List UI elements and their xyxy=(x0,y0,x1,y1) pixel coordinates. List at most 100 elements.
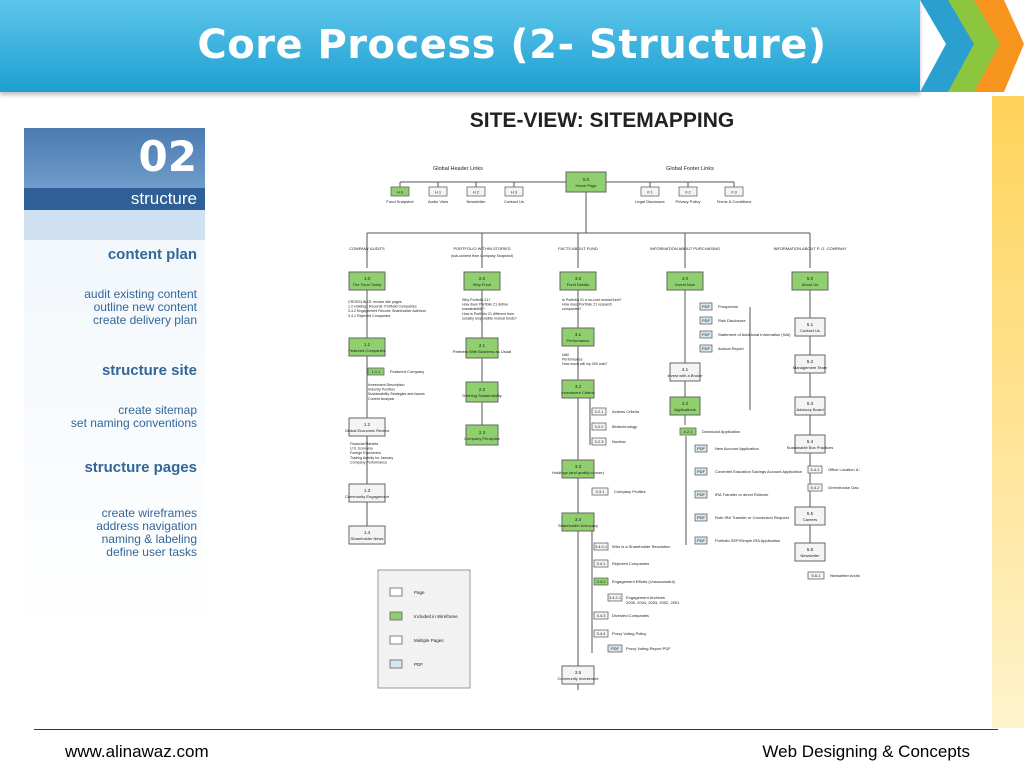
footer-divider xyxy=(34,729,998,730)
column4-app-pdf-id: PDF xyxy=(697,515,706,520)
legend-swatch xyxy=(389,611,403,621)
column4-app-sub-id: 4.2.1 xyxy=(684,429,694,434)
footer-caption: Web Designing & Concepts xyxy=(762,742,970,761)
legend-label: Page xyxy=(414,590,425,595)
column-node-box xyxy=(559,271,597,291)
column5-child-box xyxy=(794,354,826,374)
column3-holdings-sub-label: Company Profiles xyxy=(614,489,646,494)
column3-criteria-item-box xyxy=(591,422,607,431)
column3-child-box xyxy=(561,379,595,399)
slide-title: Core Process (2- Structure) xyxy=(197,22,827,68)
footer-link-id: F.3 xyxy=(731,190,737,195)
section-heading-structure-pages: structure pages xyxy=(84,459,197,476)
footer-url: www.alinawaz.com xyxy=(65,742,209,761)
column4-app-pdf-id: PDF xyxy=(697,538,706,543)
column3-criteria-item-box xyxy=(591,407,607,416)
column3-advocacy-item-id: 3.4.2 xyxy=(597,579,607,584)
header-link-label: Newsletter xyxy=(467,199,487,204)
column4-child-label: Invest with a Broker xyxy=(667,373,703,378)
header-link-id: H.0 xyxy=(397,190,404,195)
right-accent-strip xyxy=(992,96,1024,728)
column3-note: Is Portfolio 21 a no-cost mutual fund?Ho… xyxy=(562,298,622,311)
column-header: FACTS ABOUT FUND xyxy=(558,246,598,251)
column3-advocacy-item-id: 3.4.2.1 xyxy=(609,595,622,600)
sidebar-word-band: structure xyxy=(24,188,205,210)
header-bar xyxy=(0,0,920,92)
header-links-label: Global Header Links xyxy=(433,166,483,172)
column3-advocacy-item-id: 3.4.0.1 xyxy=(595,544,608,549)
column4-child-box xyxy=(669,362,701,382)
column5-child-label: Newsletter xyxy=(801,553,821,558)
column3-criteria-item-label: Actions Criteria xyxy=(612,409,640,414)
column-node-id: 4.0 xyxy=(682,276,689,281)
legend-label: PDF xyxy=(414,662,423,667)
column3-criteria-item-label: Nuclear xyxy=(612,439,626,444)
column3-child-box xyxy=(561,327,595,347)
column3-child-label: Community Investment xyxy=(558,676,600,681)
column1-child-id: 1.4 xyxy=(364,530,371,535)
column3-child-label: Performance xyxy=(567,338,591,343)
column3-advocacy-item-box xyxy=(593,629,609,638)
section-items-structure-pages: create wireframes address navigation nam… xyxy=(96,506,197,559)
column3-criteria-item-id: 3.2.3 xyxy=(595,439,605,444)
column-header: INFORMATION ABOUT PURCHASING xyxy=(650,246,720,251)
column3-child-id: 3.3 xyxy=(575,464,582,469)
column2-child-box xyxy=(465,337,499,359)
column3-child-id: 3.5 xyxy=(575,670,582,675)
sidebar-number-band: 02 xyxy=(24,128,205,188)
column3-advocacy-item-label: Divested Companies xyxy=(612,613,649,618)
legend-label: Multiple Pages xyxy=(414,638,444,643)
column5-practice-label: Greenhouse Gas Reduction Program xyxy=(828,485,860,490)
sidebar-panel: 02 structure content plan audit existing… xyxy=(24,128,205,632)
section-items-structure-site: create sitemap set naming conventions xyxy=(70,403,197,430)
column3-criteria-item-id: 3.2.1 xyxy=(595,409,605,414)
column3-child-id: 3.4 xyxy=(575,517,582,522)
column3-criteria-item-id: 3.2.2 xyxy=(595,424,605,429)
column3-advocacy-item-label: Rejected Companies xyxy=(612,561,649,566)
column-node-id: 3.0 xyxy=(575,276,582,281)
legend-swatch xyxy=(389,659,403,669)
column3-holdings-sub-box xyxy=(591,487,609,496)
column-node-box xyxy=(463,271,501,291)
column5-child-label: Careers xyxy=(803,517,817,522)
column4-pdf-item-id: PDF xyxy=(702,318,711,323)
column5-child-box xyxy=(794,396,826,416)
column4-app-pdf-id: PDF xyxy=(697,446,706,451)
column5-child-box xyxy=(794,542,826,562)
column2-child-id: 2.3 xyxy=(479,430,486,435)
column4-app-sub-label: Download Application xyxy=(702,429,740,434)
column1-sub-item-id: 1.1.1 xyxy=(372,369,382,374)
footer-links-label: Global Footer Links xyxy=(666,166,714,172)
column1-child-label: Community Engagement xyxy=(345,494,390,499)
column4-pdf-item-box xyxy=(699,316,713,325)
column4-pdf-item-id: PDF xyxy=(702,332,711,337)
step-number: 02 xyxy=(138,132,197,181)
column-subheader: (sub-content from Company Snapshot) xyxy=(451,254,513,258)
column4-app-sub-box xyxy=(679,427,697,436)
column5-practice-id: 5.4.2 xyxy=(811,485,821,490)
legend-swatch xyxy=(389,587,403,597)
column1-child-id: 1.2 xyxy=(364,422,371,427)
column-node-id: 2.0 xyxy=(479,276,486,281)
column4-pdf-item-box xyxy=(699,302,713,311)
column-node-id: 5.0 xyxy=(807,276,814,281)
column5-child-id: 5.4 xyxy=(807,439,814,444)
column4-app-pdf-label: Roth IRA Transfer or Conversion Request xyxy=(715,515,790,520)
column-node-label: Fund Details xyxy=(567,282,589,287)
column4-app-pdf-box xyxy=(694,536,708,545)
column5-newsletter-sub-box xyxy=(807,571,825,580)
column4-app-pdf-box xyxy=(694,513,708,522)
column4-pdf-item-label: Risk Disclosure xyxy=(718,318,746,323)
column4-pdf-item-id: PDF xyxy=(702,304,711,309)
header-link-id: H.3 xyxy=(511,190,518,195)
legend-label: Included in Wireframe xyxy=(414,614,458,619)
column1-sub-item-label: Featured Company xyxy=(390,369,424,374)
column-node-label: Why Fund xyxy=(473,282,491,287)
column4-app-pdf-label: New Account Application xyxy=(715,446,759,451)
column5-child-id: 5.6 xyxy=(807,547,814,552)
column5-child-id: 5.5 xyxy=(807,511,814,516)
column3-holdings-sub-id: 3.3.1 xyxy=(596,489,606,494)
